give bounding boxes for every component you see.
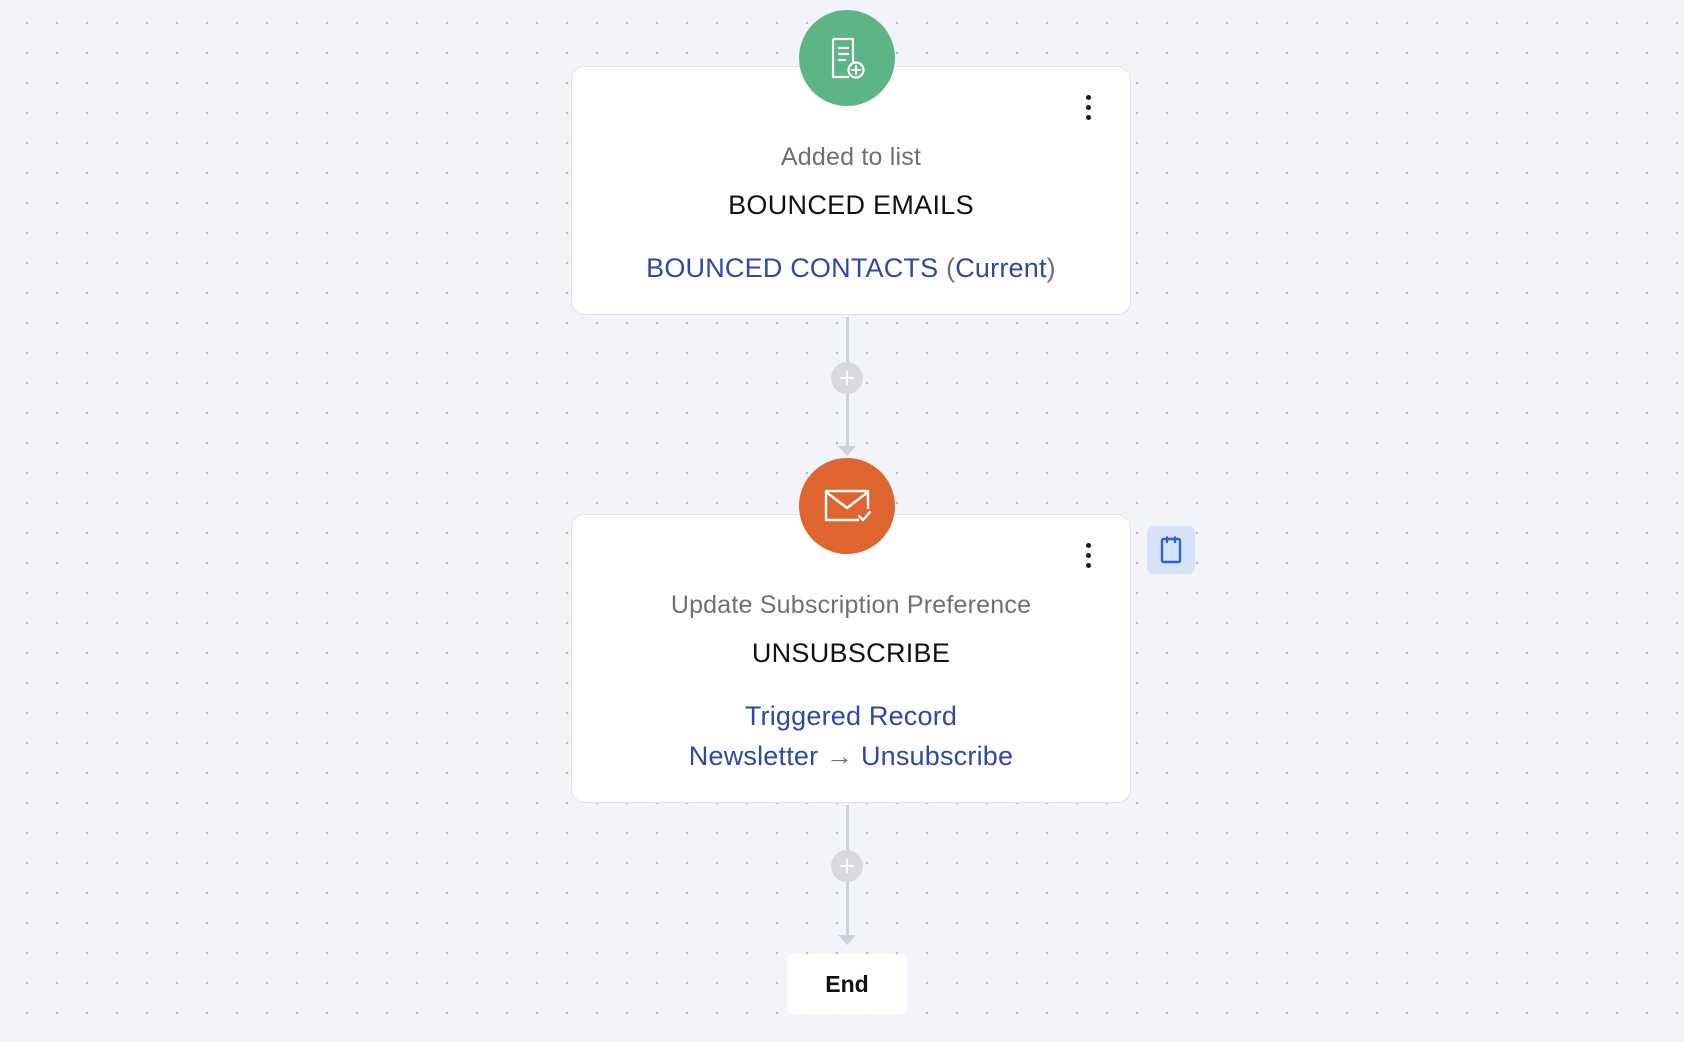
trigger-badge: [799, 10, 895, 106]
notes-button[interactable]: [1147, 526, 1195, 574]
triggered-record-link[interactable]: Triggered Record: [744, 701, 958, 731]
arrow-right-icon: →: [826, 741, 854, 771]
record-link-row: Triggered Record: [572, 701, 1130, 732]
action-card[interactable]: Update Subscription Preference UNSUBSCRI…: [571, 514, 1131, 803]
plus-icon: [840, 859, 854, 873]
trigger-type-label: Added to list: [780, 143, 922, 171]
more-options-icon[interactable]: [1076, 89, 1100, 125]
trigger-title: BOUNCED EMAILS: [728, 190, 974, 220]
document-add-icon: [831, 37, 865, 79]
list-qualifier-link[interactable]: Current: [955, 253, 1047, 283]
unsubscribe-link[interactable]: Unsubscribe: [860, 741, 1014, 771]
trigger-card[interactable]: Added to list BOUNCED EMAILS BOUNCED CON…: [571, 66, 1131, 315]
add-step-button[interactable]: [831, 362, 863, 394]
list-name-link[interactable]: BOUNCED CONTACTS: [646, 253, 939, 283]
subscription-link-row: Newsletter → Unsubscribe: [572, 741, 1130, 772]
list-qualifier-close: ): [1046, 253, 1056, 283]
list-qualifier-open: (: [946, 253, 956, 283]
action-type-label: Update Subscription Preference: [670, 591, 1032, 619]
add-step-button[interactable]: [831, 850, 863, 882]
plus-icon: [840, 371, 854, 385]
mail-check-icon: [824, 489, 872, 522]
connector-arrowhead: [838, 935, 856, 945]
more-options-icon[interactable]: [1076, 537, 1100, 573]
end-node[interactable]: End: [787, 954, 907, 1014]
newsletter-link[interactable]: Newsletter: [688, 741, 819, 771]
list-link-row: BOUNCED CONTACTS (Current): [572, 253, 1130, 284]
action-badge: [799, 458, 895, 554]
action-title: UNSUBSCRIBE: [751, 638, 951, 668]
connector-arrowhead: [838, 446, 856, 456]
notes-icon: [1160, 536, 1182, 564]
